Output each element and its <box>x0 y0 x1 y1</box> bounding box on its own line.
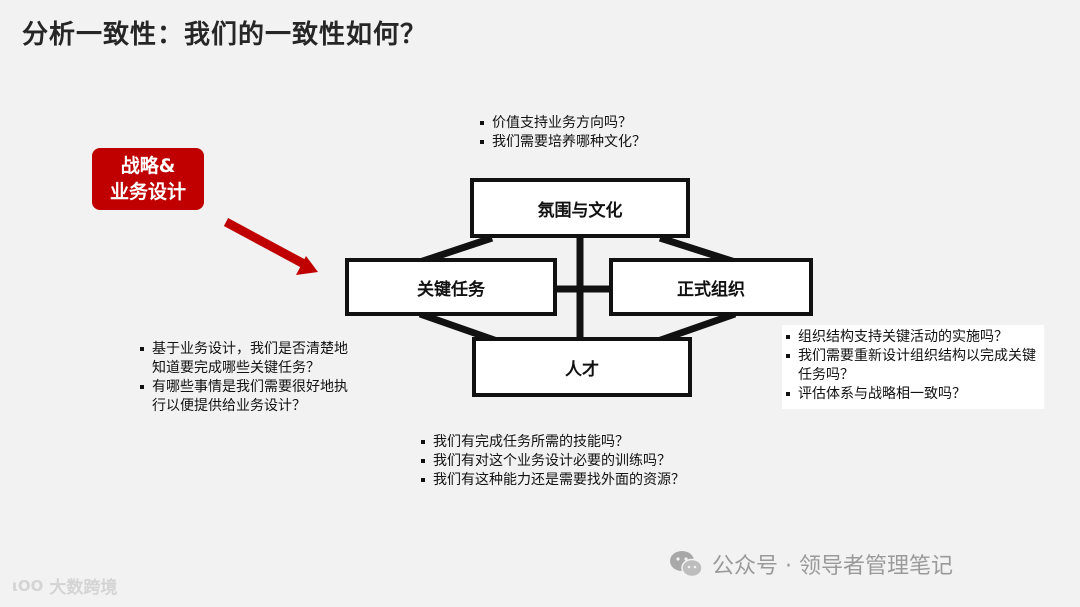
question-item: 有哪些事情是我们需要很好地执行以便提供给业务设计？ <box>140 378 360 416</box>
questions-right-panel <box>782 325 1044 409</box>
questions-bottom: 我们有完成任务所需的技能吗？ 我们有对这个业务设计必要的训练吗？ 我们有这种能力… <box>421 433 741 490</box>
watermark: 公众号 · 领导者管理笔记 <box>668 548 953 580</box>
box-key-tasks: 关键任务 <box>345 258 557 316</box>
questions-left: 基于业务设计，我们是否清楚地知道要完成哪些关键任务？ 有哪些事情是我们需要很好地… <box>140 340 360 416</box>
box-culture: 氛围与文化 <box>470 178 690 238</box>
question-item: 基于业务设计，我们是否清楚地知道要完成哪些关键任务？ <box>140 340 360 378</box>
wechat-icon <box>670 551 703 578</box>
strategy-badge-line1: 战略& <box>120 155 176 177</box>
question-item: 评估体系与战略相一致吗？ <box>786 385 1042 404</box>
question-item: 价值支持业务方向吗？ <box>480 114 720 133</box>
questions-top: 价值支持业务方向吗？ 我们需要培养哪种文化？ <box>480 114 720 152</box>
page-title: 分析一致性：我们的一致性如何？ <box>22 20 428 50</box>
corner-logo: ιOO 大数跨境 <box>12 573 118 599</box>
watermark-text: 公众号 · 领导者管理笔记 <box>712 554 953 579</box>
box-talent: 人才 <box>472 337 692 397</box>
arrow-icon <box>223 218 318 275</box>
question-item: 我们有这种能力还是需要找外面的资源？ <box>421 471 741 490</box>
corner-logo-text: 大数跨境 <box>49 578 118 598</box>
question-item: 组织结构支持关键活动的实施吗？ <box>786 328 1042 347</box>
question-item: 我们有完成任务所需的技能吗？ <box>421 433 741 452</box>
strategy-badge-line2: 业务设计 <box>109 181 186 203</box>
strategy-badge: 战略& 业务设计 <box>92 148 204 210</box>
question-item: 我们需要培养哪种文化？ <box>480 133 720 152</box>
box-formal-organization: 正式组织 <box>609 258 813 316</box>
question-item: 我们需要重新设计组织结构以完成关键任务吗？ <box>786 347 1042 385</box>
question-item: 我们有对这个业务设计必要的训练吗？ <box>421 452 741 471</box>
questions-right: 组织结构支持关键活动的实施吗？ 我们需要重新设计组织结构以完成关键任务吗？ 评估… <box>786 328 1042 404</box>
corner-logo-icon: ιOO <box>12 576 44 595</box>
